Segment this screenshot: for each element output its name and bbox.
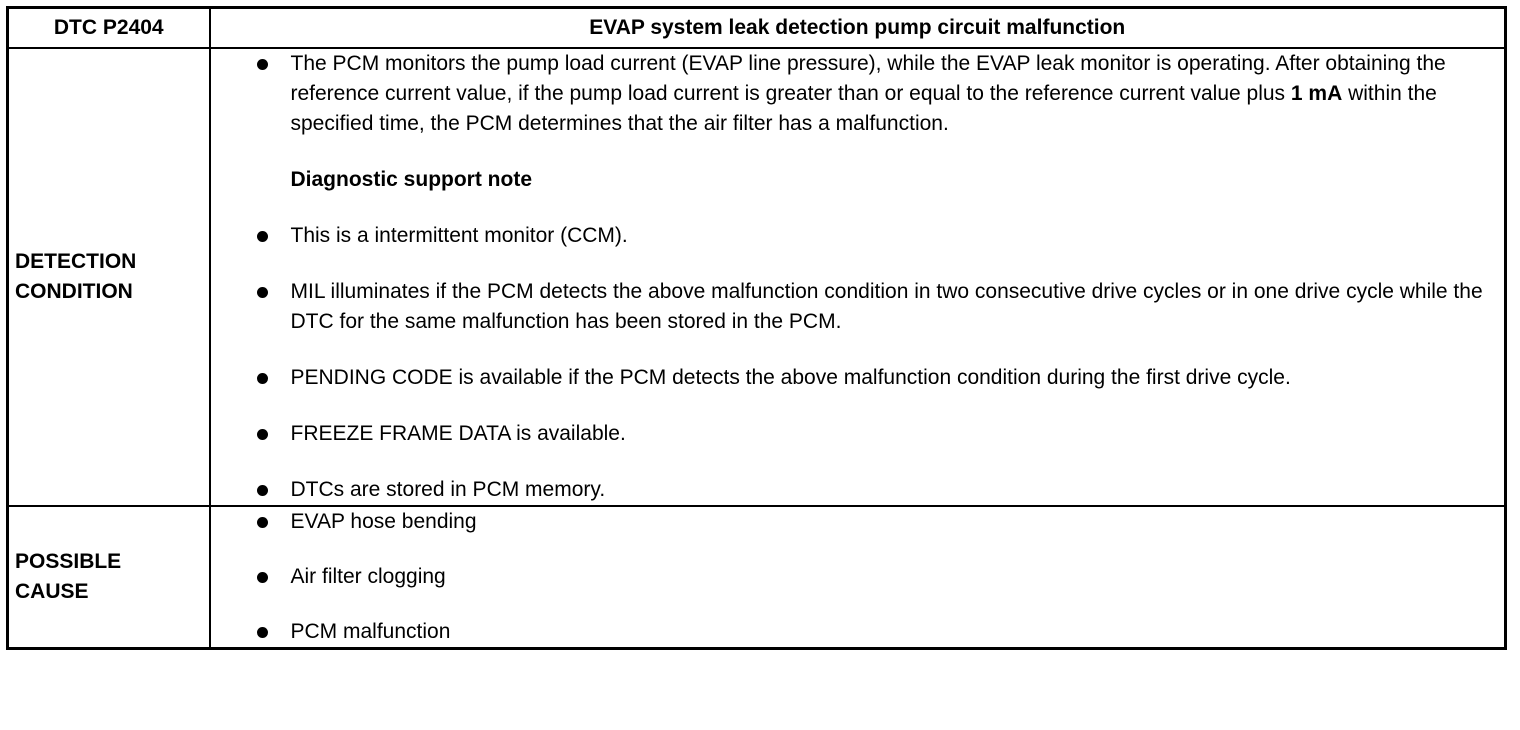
cause-text: EVAP hose bending	[290, 510, 477, 533]
list-item: MIL illuminates if the PCM detects the a…	[256, 277, 1505, 337]
cause-label: POSSIBLE CAUSE	[6, 505, 211, 650]
list-item: PENDING CODE is available if the PCM det…	[256, 363, 1505, 393]
bullet-icon	[256, 287, 268, 298]
bullet-icon	[256, 517, 268, 528]
detection-text-after: within the specified time, the PCM deter…	[290, 82, 1437, 135]
bullet-icon	[256, 627, 268, 638]
detection-text-before: The PCM monitors the pump load current (…	[290, 52, 1446, 105]
cause-text: PCM malfunction	[290, 620, 451, 643]
list-item: FREEZE FRAME DATA is available.	[256, 419, 1505, 449]
header-row: DTC P2404 EVAP system leak detection pum…	[6, 6, 1507, 49]
cause-label-line2: CAUSE	[15, 580, 89, 603]
detection-label: DETECTION CONDITION	[6, 47, 211, 507]
detection-label-line1: DETECTION	[15, 250, 137, 273]
note-text: This is a intermittent monitor (CCM).	[290, 224, 628, 247]
dtc-table: DTC P2404 EVAP system leak detection pum…	[6, 6, 1507, 650]
detection-label-line2: CONDITION	[15, 280, 133, 303]
note-text: DTCs are stored in PCM memory.	[290, 478, 606, 501]
cause-content: EVAP hose bending Air filter clogging PC…	[208, 505, 1507, 650]
list-item: PCM malfunction	[256, 617, 1505, 647]
bullet-icon	[256, 59, 268, 70]
list-item: Air filter clogging	[256, 562, 1505, 592]
dtc-code: DTC P2404	[6, 6, 211, 49]
bullet-icon	[256, 485, 268, 496]
note-text: MIL illuminates if the PCM detects the a…	[290, 280, 1483, 333]
cause-list: EVAP hose bending Air filter clogging PC…	[256, 507, 1505, 647]
note-heading: Diagnostic support note	[290, 168, 533, 191]
detection-text-bold: 1 mA	[1290, 82, 1343, 105]
bullet-icon	[256, 572, 268, 583]
detection-list: The PCM monitors the pump load current (…	[256, 49, 1505, 505]
detection-content: The PCM monitors the pump load current (…	[208, 47, 1507, 507]
note-text: FREEZE FRAME DATA is available.	[290, 422, 626, 445]
cause-row: POSSIBLE CAUSE EVAP hose bending Air fil…	[6, 505, 1507, 650]
list-item: DTCs are stored in PCM memory.	[256, 475, 1505, 505]
bullet-icon	[256, 373, 268, 384]
list-item: This is a intermittent monitor (CCM).	[256, 221, 1505, 251]
note-text: PENDING CODE is available if the PCM det…	[290, 366, 1291, 389]
cause-label-line1: POSSIBLE	[15, 550, 122, 573]
cause-text: Air filter clogging	[290, 565, 446, 588]
dtc-title: EVAP system leak detection pump circuit …	[208, 6, 1507, 49]
bullet-icon	[256, 429, 268, 440]
bullet-icon	[256, 231, 268, 242]
list-item: The PCM monitors the pump load current (…	[256, 49, 1505, 139]
detection-row: DETECTION CONDITION The PCM monitors the…	[6, 47, 1507, 507]
list-item: EVAP hose bending	[256, 507, 1505, 537]
